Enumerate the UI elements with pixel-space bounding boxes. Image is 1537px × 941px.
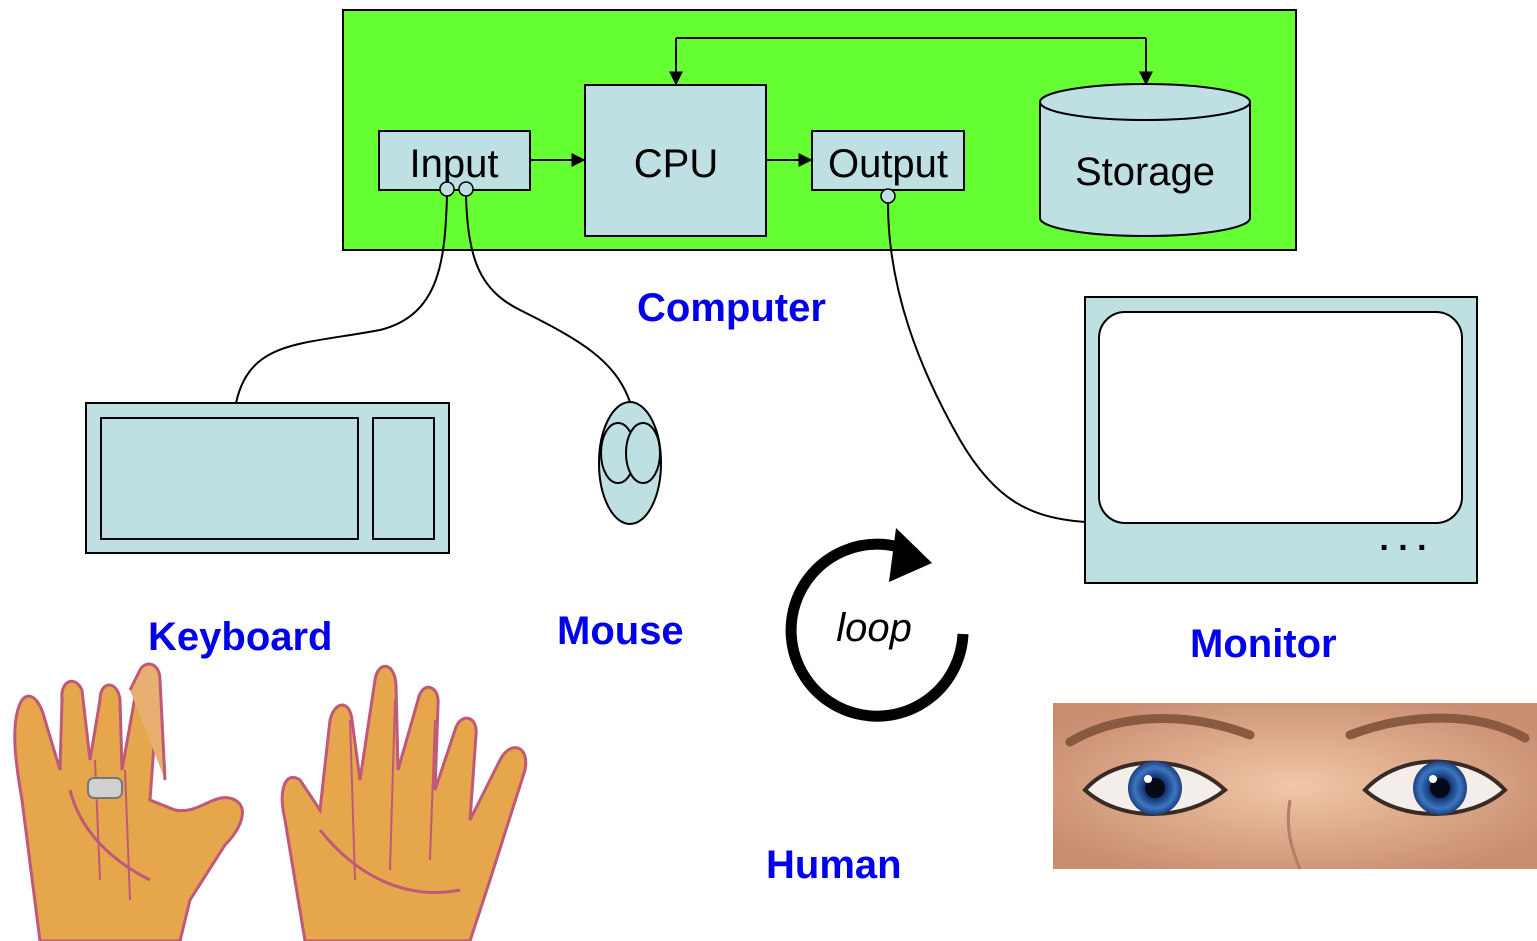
keyboard-illustration — [85, 402, 450, 554]
human-label: Human — [766, 843, 902, 887]
keyboard-label: Keyboard — [148, 615, 333, 659]
storage-label: Storage — [1075, 150, 1215, 194]
output-box: Output — [811, 130, 965, 191]
monitor-label: Monitor — [1190, 622, 1337, 666]
cpu-label: CPU — [634, 142, 718, 186]
mouse-label: Mouse — [557, 609, 684, 653]
input-port-mouse — [458, 181, 474, 197]
mouse-illustration — [598, 401, 662, 525]
input-label: Input — [410, 142, 499, 186]
cpu-box: CPU — [584, 84, 767, 237]
input-box: Input — [378, 130, 531, 191]
output-port-monitor — [880, 188, 896, 204]
monitor-illustration: . . . — [1084, 296, 1478, 584]
computer-label: Computer — [637, 286, 826, 330]
loop-label: loop — [836, 606, 912, 650]
circular-arrow-icon — [785, 528, 969, 722]
hands-illustration — [13, 662, 528, 941]
input-port-keyboard — [439, 181, 455, 197]
storage-cylinder: Storage — [1039, 83, 1251, 237]
output-label: Output — [828, 142, 948, 186]
eyes-illustration — [1053, 703, 1537, 870]
mouse-cable — [465, 195, 631, 403]
keyboard-cable — [235, 195, 448, 404]
monitor-cable — [887, 202, 1086, 523]
monitor-dots: . . . — [1379, 520, 1426, 558]
